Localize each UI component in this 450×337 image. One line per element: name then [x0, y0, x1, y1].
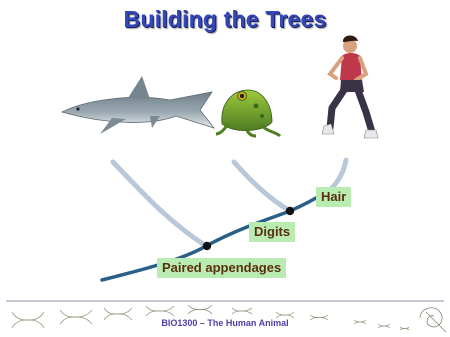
- running-person-image: [321, 35, 379, 139]
- node-paired-appendages: [202, 241, 212, 251]
- frog-image: [215, 89, 282, 138]
- shark-image: [60, 76, 216, 134]
- shark-branch-line: [110, 159, 209, 249]
- trait-label-hair: Hair: [316, 187, 352, 207]
- footer-course-label: BIO1300 – The Human Animal: [161, 318, 289, 328]
- trait-label-paired-appendages: Paired appendages: [157, 258, 287, 278]
- dna-decoration: [11, 304, 410, 331]
- node-digits: [285, 206, 295, 216]
- frog-branch-line: [231, 159, 293, 214]
- trait-label-digits: Digits: [249, 222, 296, 242]
- slide-title: Building the Trees: [123, 6, 327, 32]
- human-branch-line: [327, 157, 349, 193]
- corner-swirl-icon: [419, 307, 447, 333]
